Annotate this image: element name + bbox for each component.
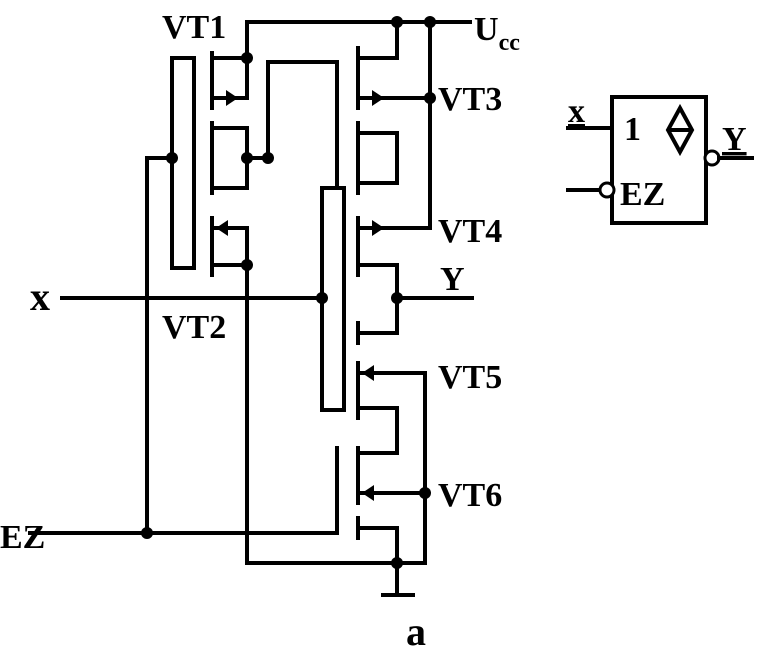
symbol-input-ez: EZ bbox=[620, 176, 665, 213]
label-input-x: x bbox=[30, 274, 50, 319]
symbol-function: 1 bbox=[624, 111, 641, 148]
vt4-arrow-icon bbox=[372, 220, 384, 236]
transistor-gates bbox=[170, 46, 360, 540]
label-vt3: VT3 bbox=[438, 81, 502, 118]
label-ucc-sub: cc bbox=[499, 30, 521, 56]
junction-dots bbox=[141, 16, 436, 569]
vt1-arrow-icon bbox=[226, 90, 238, 106]
symbol-input-x: x bbox=[568, 93, 585, 130]
label-input-ez: EZ bbox=[0, 519, 45, 556]
ez-inversion-bubble bbox=[598, 181, 616, 199]
symbol-output-y: Y bbox=[722, 121, 747, 158]
label-vt1: VT1 bbox=[162, 9, 226, 46]
label-caption: a bbox=[406, 609, 426, 654]
label-vt4: VT4 bbox=[438, 213, 502, 250]
vt2-arrow-icon bbox=[216, 220, 228, 236]
y-inversion-bubble bbox=[703, 149, 721, 167]
vt5-arrow-icon bbox=[362, 365, 374, 381]
vt6-arrow-icon bbox=[362, 485, 374, 501]
vt3-arrow-icon bbox=[372, 90, 384, 106]
label-vt5: VT5 bbox=[438, 359, 502, 396]
tristate-diamond-icon bbox=[665, 103, 695, 157]
circuit-labels: VT1 VT2 VT3 VT4 VT5 VT6 Ucc x EZ Y a bbox=[0, 9, 520, 654]
label-vt6: VT6 bbox=[438, 477, 502, 514]
label-ucc-main: U bbox=[474, 11, 499, 48]
label-vt2: VT2 bbox=[162, 309, 226, 346]
logic-symbol: x 1 EZ Y bbox=[566, 93, 754, 225]
label-ucc: Ucc bbox=[474, 11, 520, 56]
substrate-arrows bbox=[216, 90, 384, 501]
label-output-y: Y bbox=[440, 261, 465, 298]
circuit-wires bbox=[28, 20, 474, 597]
